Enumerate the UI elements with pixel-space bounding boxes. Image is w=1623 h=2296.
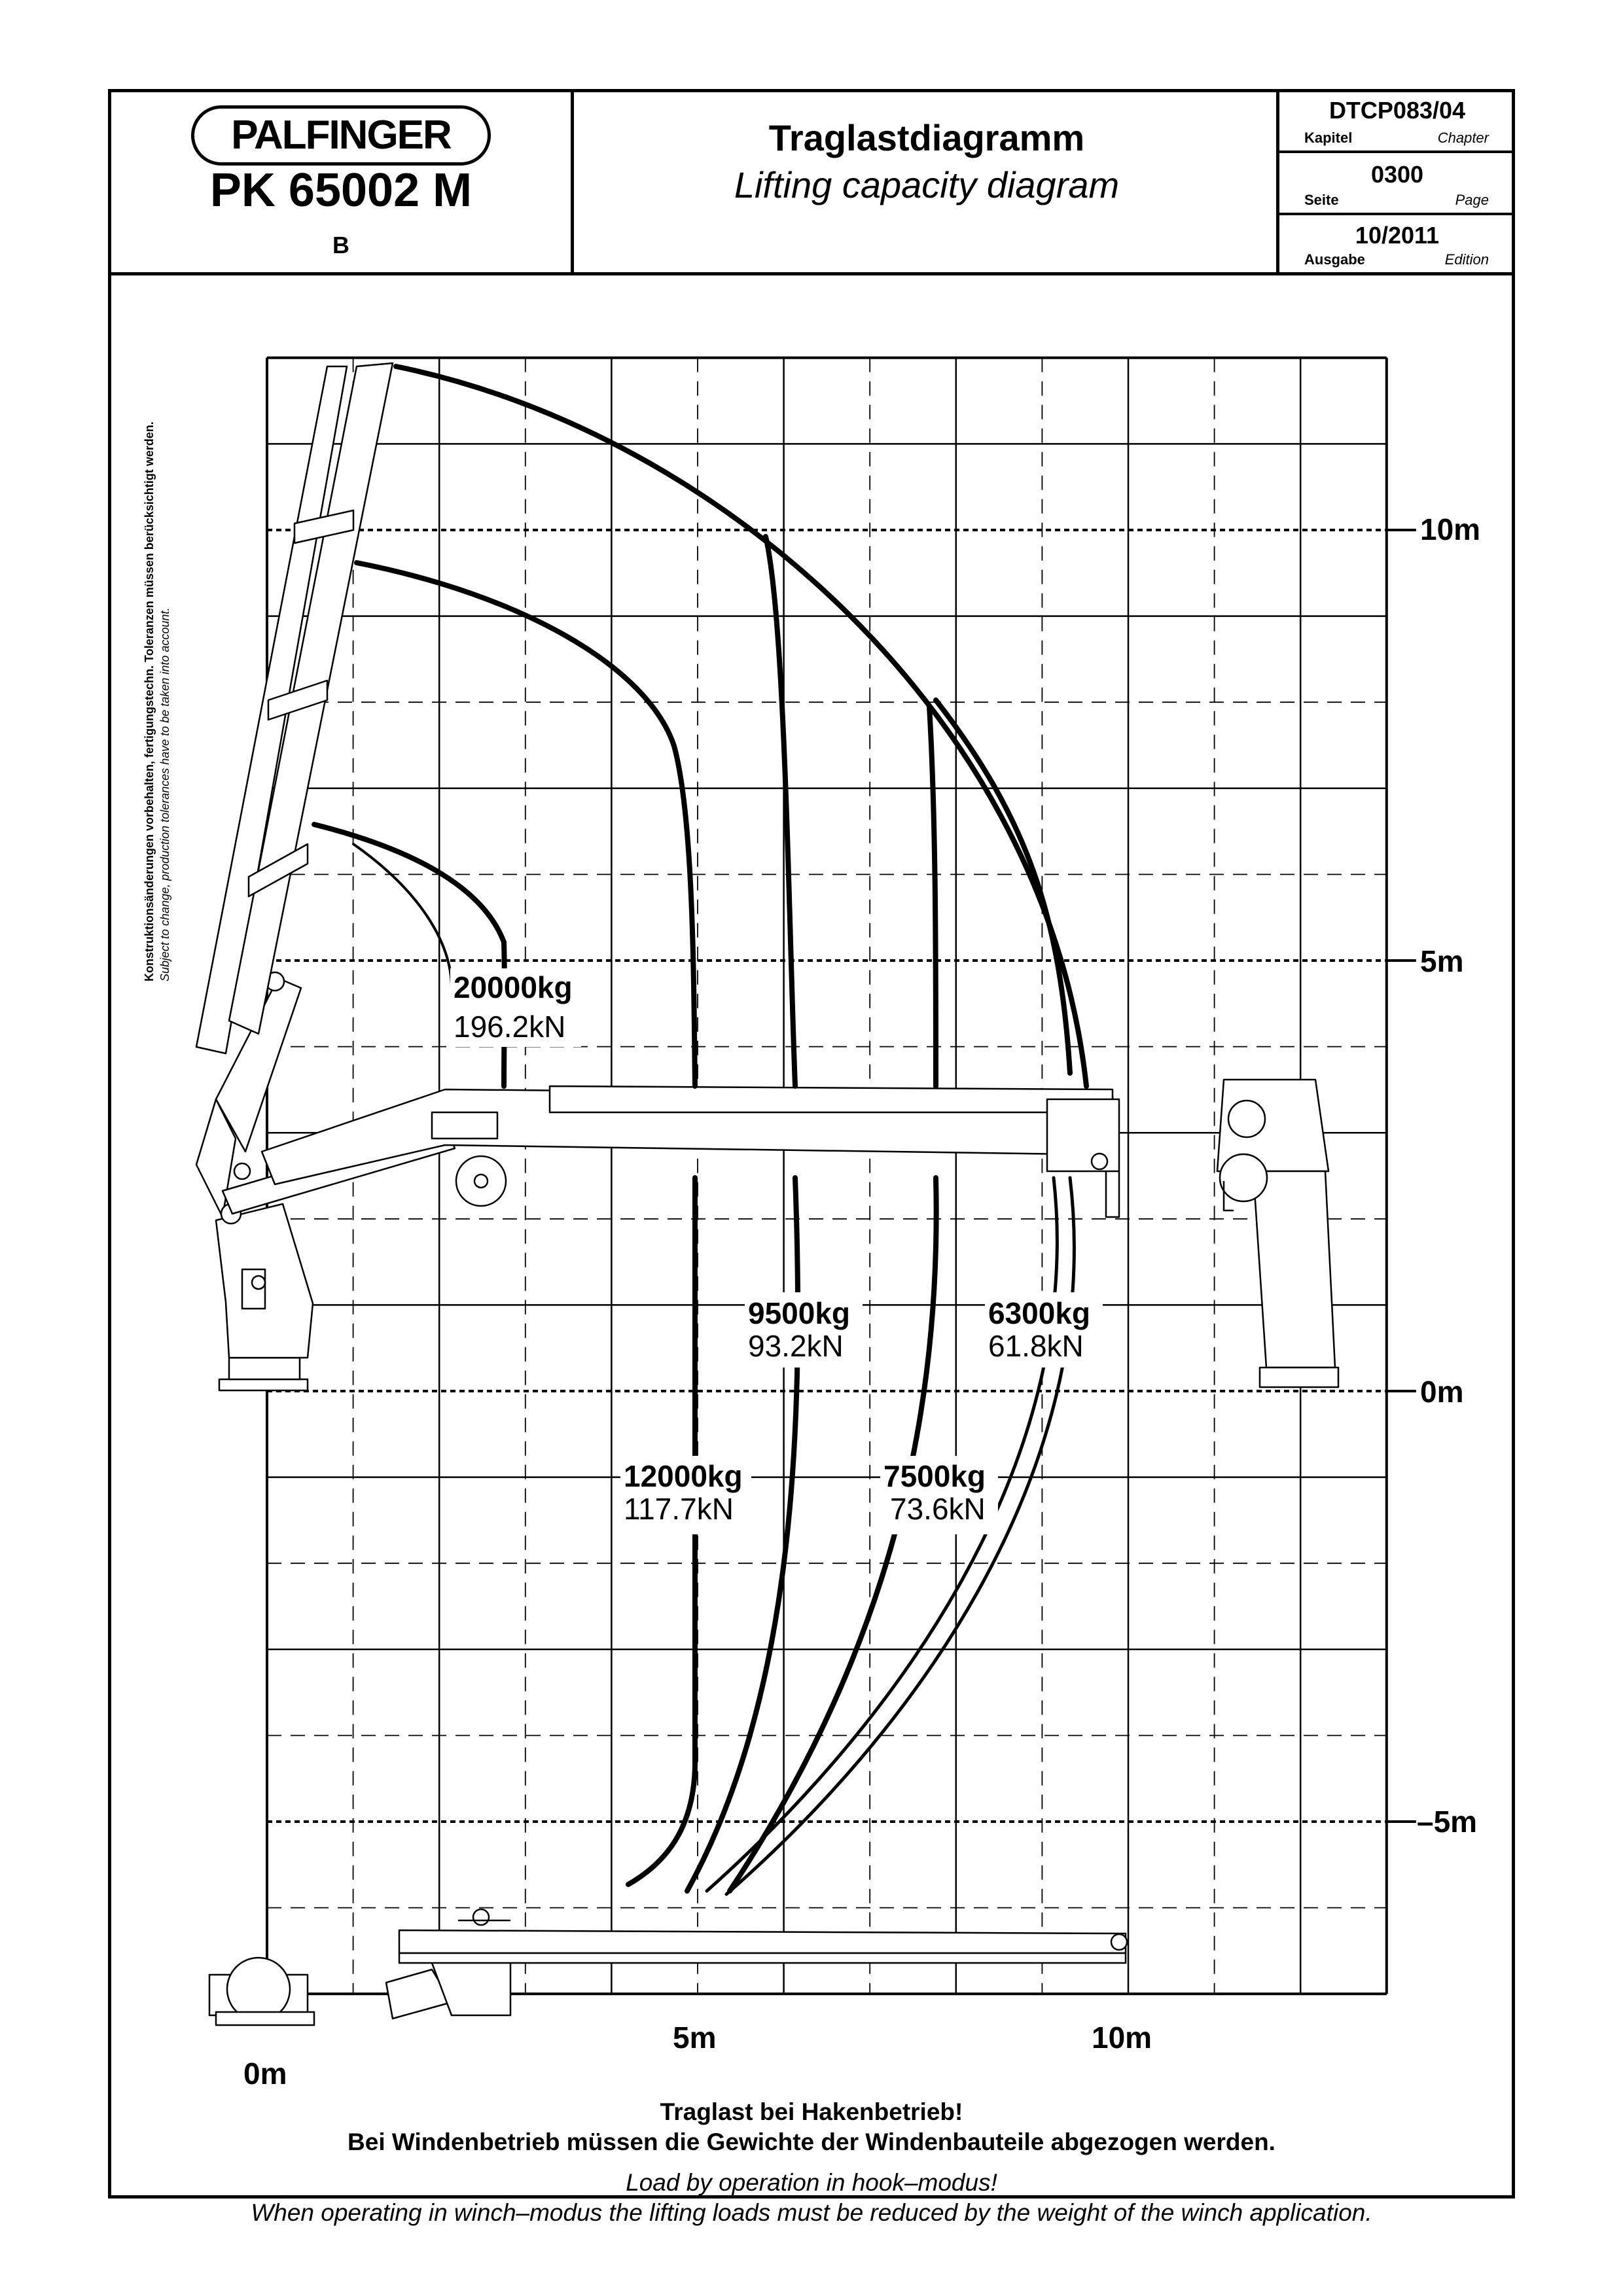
meta-page-row: 0300 Seite Page (1279, 153, 1515, 215)
title-german: Traglastdiagramm (768, 117, 1085, 158)
crane-drawing (195, 362, 1340, 2026)
edition-label-de: Ausgabe (1304, 251, 1365, 268)
load-label-kn: 61.8kN (988, 1329, 1084, 1363)
meta-chapter-row: DTCP083/04 Kapitel Chapter (1279, 89, 1515, 153)
load-label-kg: 9500kg (748, 1296, 850, 1330)
header-meta-cell: DTCP083/04 Kapitel Chapter 0300 Seite Pa… (1279, 89, 1515, 275)
footer-german-line1: Traglast bei Hakenbetrieb! (660, 2098, 963, 2125)
footer-english-line2: When operating in winch–modus the liftin… (251, 2199, 1372, 2226)
edition-label-en: Edition (1444, 251, 1489, 268)
y-tick-label: 5m (1420, 944, 1463, 978)
load-label-kg: 12000kg (624, 1459, 743, 1493)
x-tick-label: 5m (673, 2021, 716, 2055)
header-title-cell (574, 89, 1279, 275)
footer-notes: Traglast bei Hakenbetrieb! Bei Windenbet… (108, 2097, 1515, 2228)
y-tick-label: 0m (1420, 1375, 1463, 1409)
edition-value: 10/2011 (1355, 222, 1440, 249)
meta-edition-row: 10/2011 Ausgabe Edition (1279, 215, 1515, 275)
x-tick-label: 0m (243, 2057, 287, 2091)
document-code: DTCP083/04 (1329, 97, 1466, 124)
model-name: PK 65002 M (209, 164, 473, 217)
y-tick-label: 10m (1420, 512, 1480, 546)
page-frame (108, 89, 1515, 2199)
model-variant: B (332, 232, 349, 258)
x-tick-label: 10m (1092, 2021, 1152, 2055)
chapter-label-en: Chapter (1437, 130, 1489, 146)
page-label-de: Seite (1304, 192, 1339, 208)
title-english: Lifting capacity diagram (734, 164, 1120, 205)
load-label-kn: 117.7kN (624, 1492, 734, 1526)
y-tick-label: –5m (1417, 1805, 1477, 1839)
load-labels: 20000kg 196.2kN 12000kg 117.7kN 9500kg 9… (450, 968, 1103, 1534)
load-label-kg: 7500kg (883, 1459, 986, 1493)
footer-english-line1: Load by operation in hook–modus! (626, 2169, 997, 2196)
axis-labels: 10m 5m 0m –5m 0m 5m 10m (243, 512, 1480, 2091)
load-label-kn: 93.2kN (748, 1329, 844, 1363)
load-label-kg: 20000kg (454, 970, 573, 1004)
header-logo-cell (108, 89, 574, 275)
load-label-kn: 196.2kN (454, 1010, 565, 1044)
load-label-kn: 73.6kN (890, 1492, 986, 1526)
page-value: 0300 (1370, 161, 1424, 188)
load-label-kg: 6300kg (988, 1296, 1090, 1330)
chapter-label-de: Kapitel (1304, 130, 1353, 146)
page-label-en: Page (1455, 192, 1489, 208)
brand-logo: PALFINGER (191, 105, 491, 166)
grid-layer (266, 356, 1416, 1996)
footer-german-line2: Bei Windenbetrieb müssen die Gewichte de… (348, 2128, 1275, 2155)
